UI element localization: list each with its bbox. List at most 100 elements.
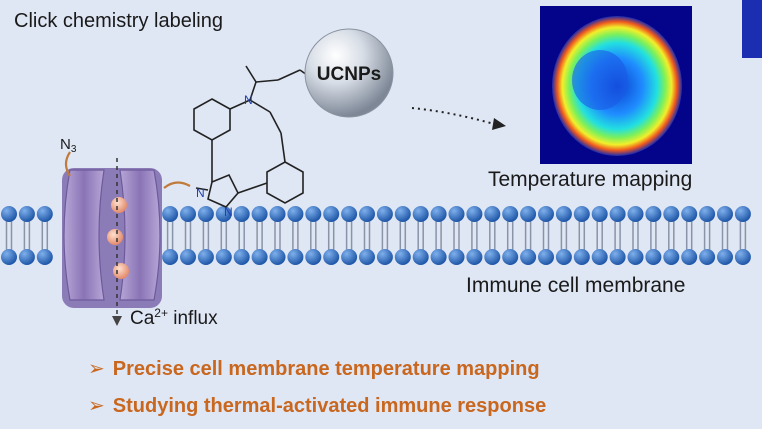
lipid-tails (5, 221, 747, 250)
bullet-arrow-icon: ➢ (88, 395, 105, 417)
lipid-head (412, 206, 429, 222)
lipid-head (287, 206, 304, 222)
lipid-head (376, 206, 393, 222)
lipid-head (502, 206, 519, 222)
lipid-head (555, 249, 572, 265)
azide-linker (64, 151, 71, 177)
lipid-head (269, 206, 286, 222)
lipid-head (591, 206, 608, 222)
lipid-head (430, 206, 447, 222)
lipid-head (484, 206, 501, 222)
lipid-head (341, 206, 358, 222)
lipid-head (645, 206, 662, 222)
lipid-head (573, 249, 590, 265)
influx-word: influx (167, 308, 218, 329)
lipid-head (448, 249, 465, 265)
calcium-ion (107, 229, 123, 245)
lipid-head (359, 249, 375, 265)
lipid-head (251, 249, 268, 265)
lipid-head (538, 249, 554, 265)
lipid-head (734, 249, 751, 265)
ucnp-label: UCNPs (317, 64, 381, 85)
lipid-head (341, 249, 358, 265)
lipid-head (412, 249, 429, 265)
ring-nitrogen: N (224, 205, 233, 219)
lipid-head (323, 249, 340, 265)
lipid-head (699, 206, 716, 222)
lipid-head (609, 206, 626, 222)
azide-subscript: 3 (70, 144, 77, 155)
lipid-head (180, 249, 196, 265)
lipid-head (36, 249, 53, 265)
lipid-head (555, 206, 572, 222)
lipid-head (287, 249, 304, 265)
lipid-head (394, 249, 411, 265)
bullet-arrow-icon: ➢ (88, 358, 105, 380)
lipid-head (233, 249, 250, 265)
lipid-head (305, 249, 322, 265)
dashed-arrow-icon (411, 107, 506, 130)
lipid-head (681, 249, 698, 265)
lipid-head (323, 206, 340, 222)
lipid-head (251, 206, 268, 222)
lipid-head (573, 206, 590, 222)
calcium-ion (111, 197, 127, 213)
lipid-head (359, 206, 375, 222)
lipid-head (180, 206, 196, 222)
lipid-head (502, 249, 519, 265)
calcium-ion (113, 263, 129, 279)
ring-nitrogen: N (196, 186, 205, 200)
lipid-head (734, 206, 751, 222)
lipid-head (520, 206, 537, 222)
lipid-head (466, 206, 483, 222)
diagram-title: Click chemistry labeling (14, 10, 223, 32)
bullet-text: Precise cell membrane temperature mappin… (112, 358, 540, 380)
lipid-head (1, 249, 17, 265)
lipid-head (627, 206, 644, 222)
lipid-head (36, 206, 53, 222)
lipid-head (394, 206, 411, 222)
lipid-head (18, 249, 35, 265)
lipid-head (197, 206, 214, 222)
calcium-symbol: Ca (130, 308, 155, 329)
calcium-influx-label: Ca2+ influx (130, 306, 218, 330)
lipid-head (627, 249, 644, 265)
lipid-head (233, 206, 250, 222)
lipid-head (18, 206, 35, 222)
lipid-head (376, 249, 393, 265)
bullet-text: Studying thermal-activated immune respon… (112, 395, 547, 417)
lipid-head (538, 206, 554, 222)
lipid-head (681, 206, 698, 222)
lipid-head (591, 249, 608, 265)
lipid-head (305, 206, 322, 222)
lipid-head (215, 206, 232, 222)
lipid-head (609, 249, 626, 265)
lipid-head (215, 249, 232, 265)
lipid-head (162, 206, 179, 222)
lipid-head (717, 249, 733, 265)
dbco-triazole-structure (193, 65, 315, 208)
ion-channel-icon (62, 158, 162, 326)
lipid-head (663, 206, 680, 222)
lipid-head (717, 206, 733, 222)
lipid-head (1, 206, 17, 222)
lipid-head (699, 249, 716, 265)
azide-label: N3 (60, 136, 76, 155)
lipid-head (645, 249, 662, 265)
lipid-head (162, 249, 179, 265)
bullet-point: ➢ Studying thermal-activated immune respo… (88, 393, 546, 418)
thermal-map-icon (540, 0, 762, 164)
lipid-head (197, 249, 214, 265)
bullet-point: ➢ Precise cell membrane temperature mappi… (88, 356, 540, 381)
lipid-head (430, 249, 447, 265)
azide-prefix: N (60, 136, 71, 153)
lipid-head (484, 249, 501, 265)
lipid-head (466, 249, 483, 265)
temperature-mapping-caption: Temperature mapping (488, 168, 693, 191)
lipid-head (448, 206, 465, 222)
nanoparticle-sphere-icon (304, 28, 394, 118)
lipid-bilayer (1, 206, 751, 265)
lipid-head (663, 249, 680, 265)
